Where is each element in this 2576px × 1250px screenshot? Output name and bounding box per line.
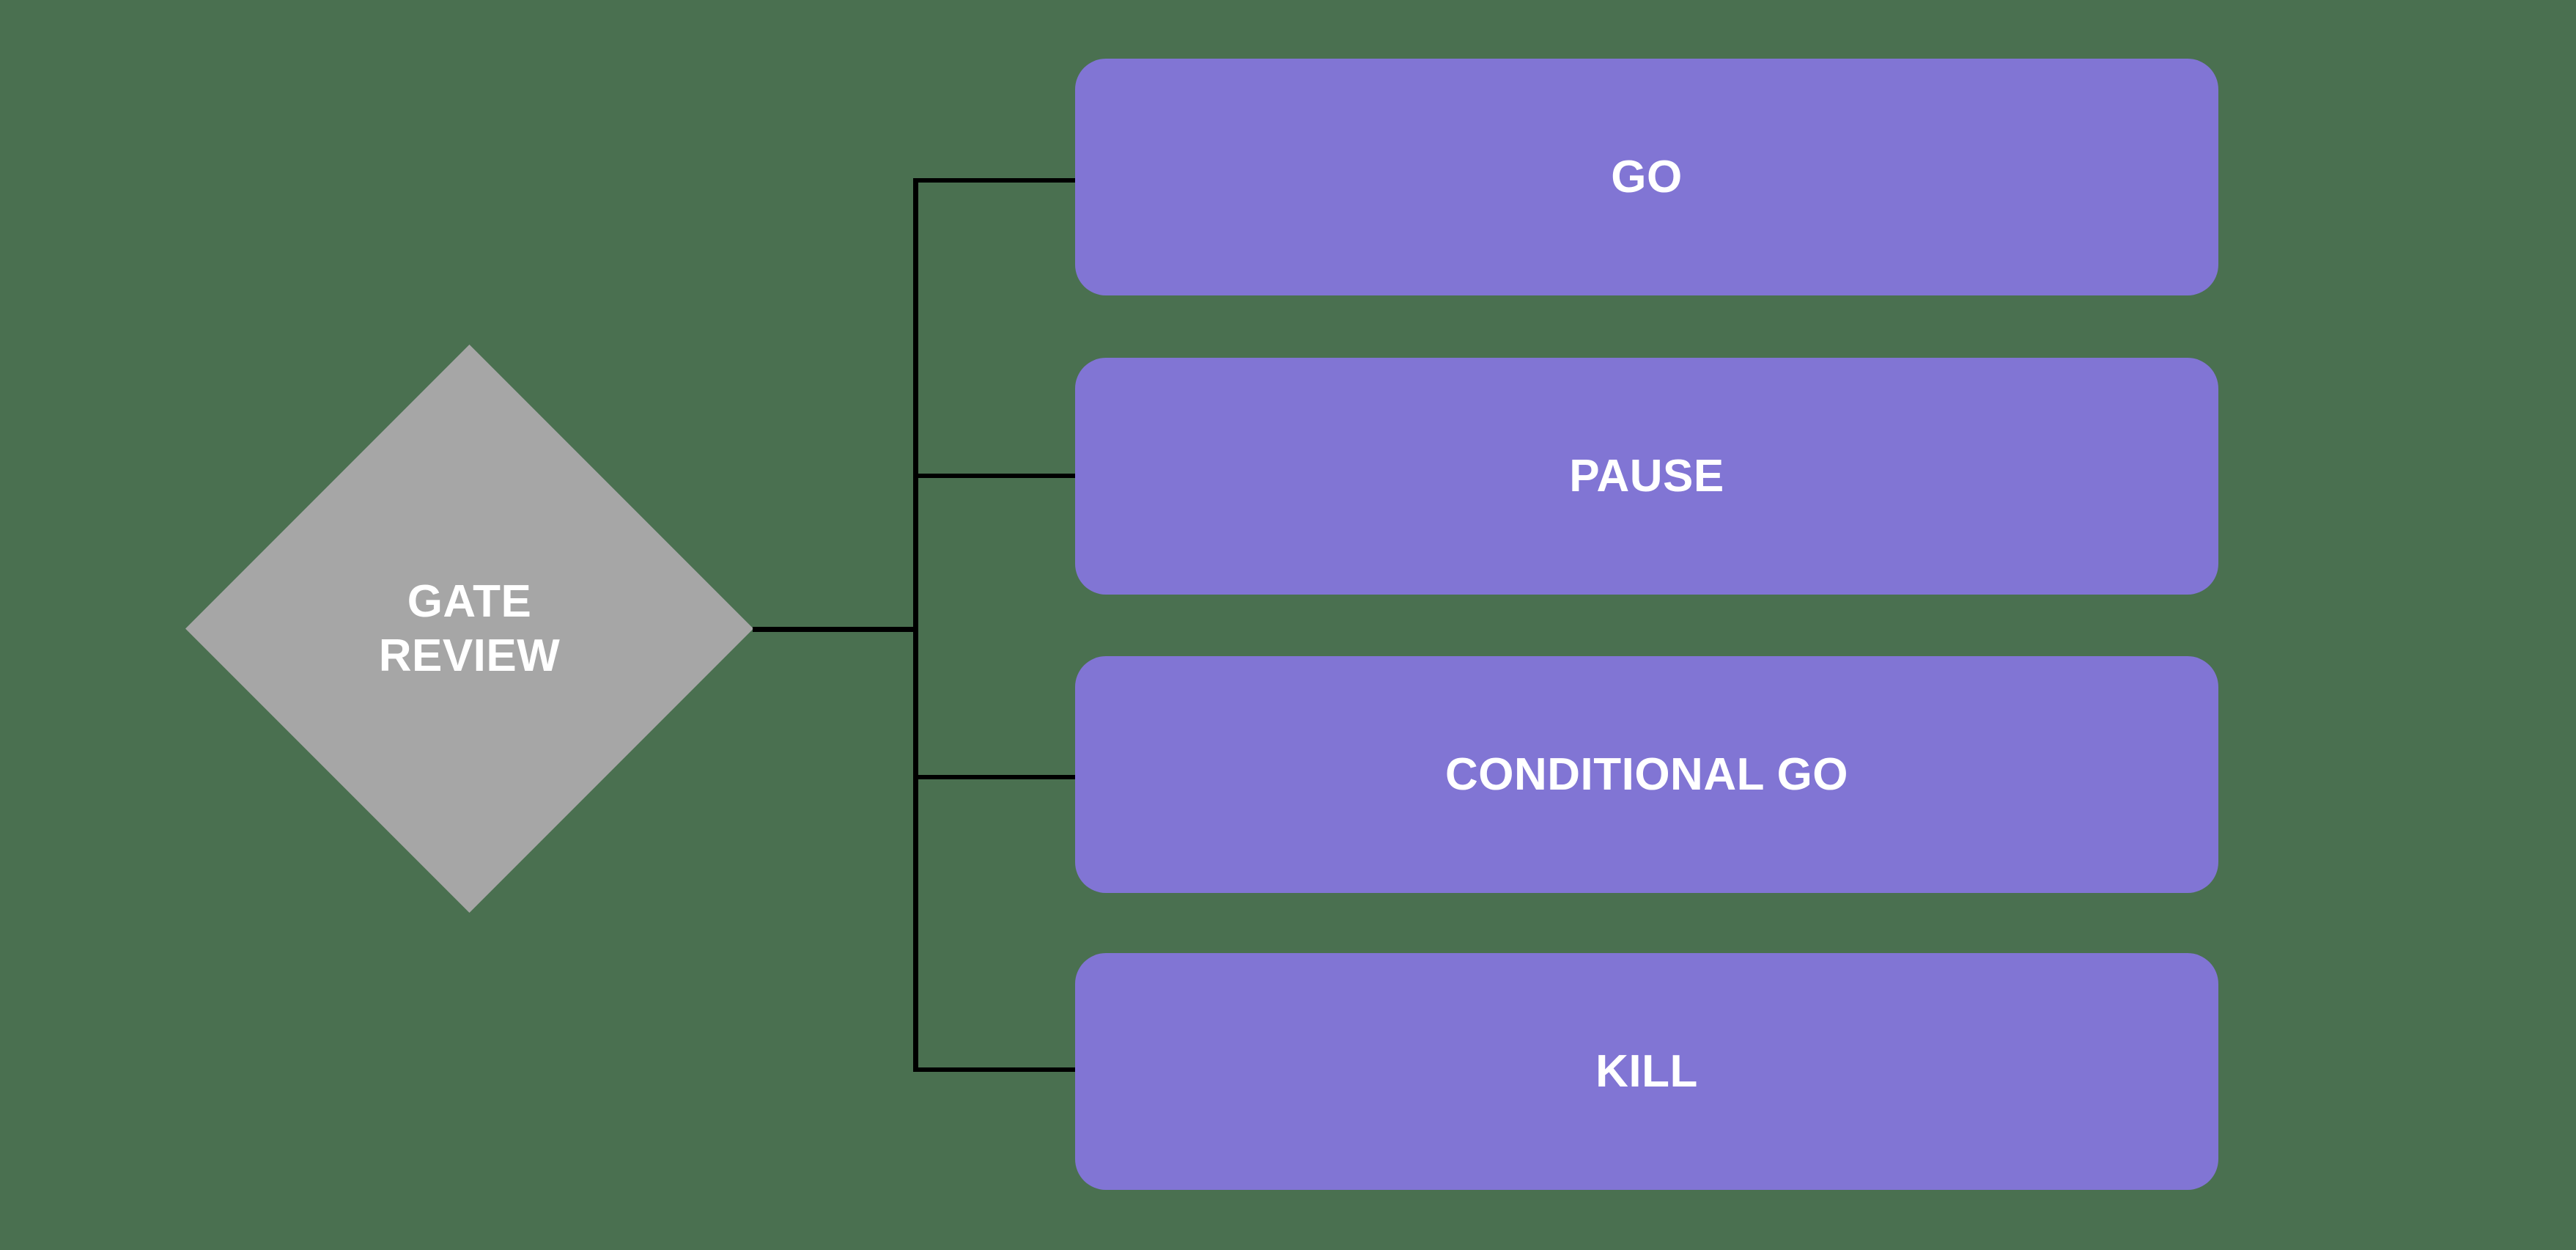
connector-branch-kill xyxy=(915,1067,1077,1072)
connector-branch-conditional-go xyxy=(915,775,1077,779)
outcome-label: GO xyxy=(1611,152,1683,202)
outcome-label: PAUSE xyxy=(1569,451,1724,501)
outcome-label: CONDITIONAL GO xyxy=(1444,749,1849,800)
outcome-box-kill[interactable]: KILL xyxy=(1075,953,2218,1190)
connector-branch-go xyxy=(915,178,1077,183)
outcome-box-go[interactable]: GO xyxy=(1075,59,2218,295)
outcome-label: KILL xyxy=(1595,1046,1698,1097)
outcome-box-pause[interactable]: PAUSE xyxy=(1075,358,2218,595)
diamond-shape xyxy=(185,345,753,913)
connector-branch-pause xyxy=(915,474,1077,478)
connector-stub-decision-to-trunk xyxy=(753,627,918,632)
connector-vertical-trunk xyxy=(913,178,918,1072)
outcome-box-conditional-go[interactable]: CONDITIONAL GO xyxy=(1075,656,2218,893)
decision-node-gate-review[interactable]: GATE REVIEW xyxy=(185,345,753,913)
